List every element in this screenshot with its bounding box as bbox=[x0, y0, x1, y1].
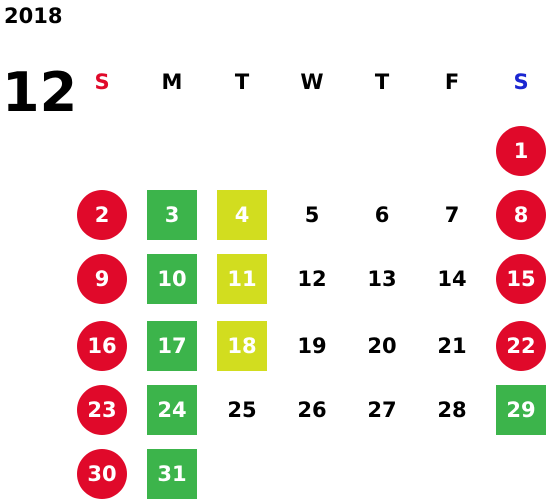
weekday-header: F bbox=[444, 70, 460, 94]
day-cell-30[interactable]: 30 bbox=[77, 449, 127, 499]
day-cell-8[interactable]: 8 bbox=[496, 190, 546, 240]
day-cell-4[interactable]: 4 bbox=[217, 190, 267, 240]
day-cell-10[interactable]: 10 bbox=[147, 254, 197, 304]
weekday-header: W bbox=[300, 70, 324, 94]
day-cell-29[interactable]: 29 bbox=[496, 385, 546, 435]
day-cell-16[interactable]: 16 bbox=[77, 321, 127, 371]
weekday-header: S bbox=[513, 70, 529, 94]
weekday-header: M bbox=[161, 70, 183, 94]
day-cell-14[interactable]: 14 bbox=[437, 267, 467, 291]
day-cell-27[interactable]: 27 bbox=[367, 398, 397, 422]
day-cell-11[interactable]: 11 bbox=[217, 254, 267, 304]
day-cell-23[interactable]: 23 bbox=[77, 385, 127, 435]
day-cell-6[interactable]: 6 bbox=[374, 203, 390, 227]
day-cell-7[interactable]: 7 bbox=[444, 203, 460, 227]
day-cell-26[interactable]: 26 bbox=[297, 398, 327, 422]
day-cell-17[interactable]: 17 bbox=[147, 321, 197, 371]
day-cell-3[interactable]: 3 bbox=[147, 190, 197, 240]
year-label: 2018 bbox=[4, 4, 63, 28]
day-cell-2[interactable]: 2 bbox=[77, 190, 127, 240]
day-cell-9[interactable]: 9 bbox=[77, 254, 127, 304]
day-cell-24[interactable]: 24 bbox=[147, 385, 197, 435]
day-cell-12[interactable]: 12 bbox=[297, 267, 327, 291]
day-cell-20[interactable]: 20 bbox=[367, 334, 397, 358]
day-cell-15[interactable]: 15 bbox=[496, 254, 546, 304]
weekday-header: T bbox=[234, 70, 250, 94]
day-cell-31[interactable]: 31 bbox=[147, 449, 197, 499]
day-cell-21[interactable]: 21 bbox=[437, 334, 467, 358]
weekday-header: T bbox=[374, 70, 390, 94]
day-cell-18[interactable]: 18 bbox=[217, 321, 267, 371]
month-label: 12 bbox=[2, 61, 78, 124]
day-cell-25[interactable]: 25 bbox=[227, 398, 257, 422]
day-cell-13[interactable]: 13 bbox=[367, 267, 397, 291]
day-cell-28[interactable]: 28 bbox=[437, 398, 467, 422]
day-cell-1[interactable]: 1 bbox=[496, 126, 546, 176]
day-cell-19[interactable]: 19 bbox=[297, 334, 327, 358]
weekday-header: S bbox=[94, 70, 110, 94]
day-cell-22[interactable]: 22 bbox=[496, 321, 546, 371]
day-cell-5[interactable]: 5 bbox=[304, 203, 320, 227]
